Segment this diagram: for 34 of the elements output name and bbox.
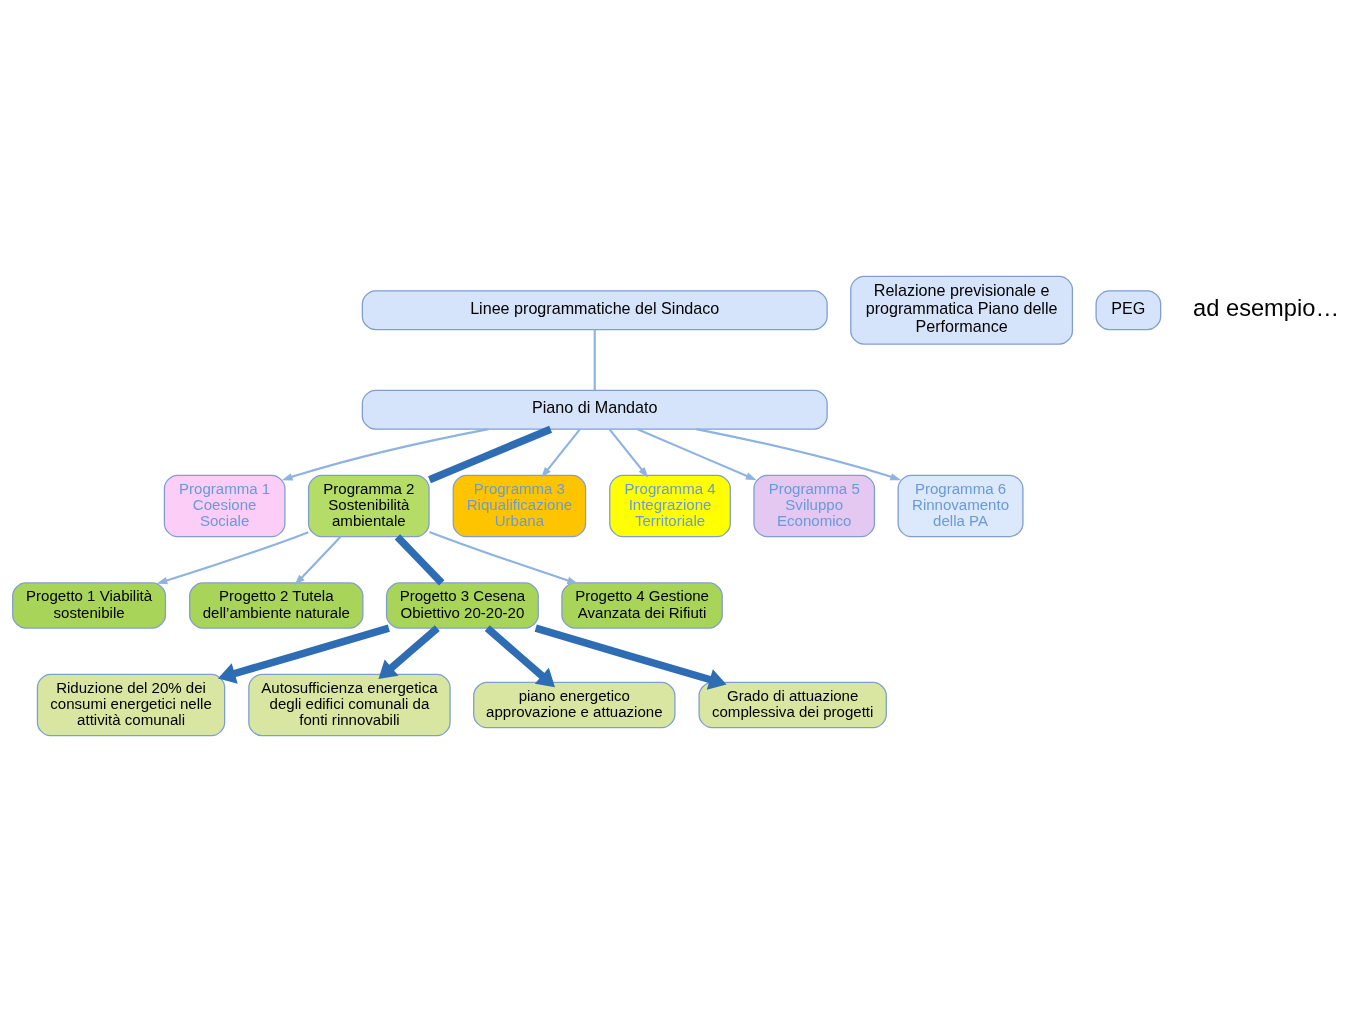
connector (394, 534, 445, 586)
connector (593, 329, 596, 391)
node-box: Relazione previsionale e programmatica Piano delle Performance (850, 275, 1074, 345)
arrow (294, 536, 342, 586)
node-box: Progetto 4 Gestione Avanzata dei Rifiuti (561, 582, 723, 629)
arrow (217, 624, 390, 684)
node-box: Programma 5 Sviluppo Economico (753, 474, 876, 538)
node-box: Autosufficienza energetica degli edifici comunali da fonti rinnovabili (248, 673, 451, 737)
node-box: Progetto 3 Cesena Obiettivo 20-20-20 (385, 582, 539, 629)
node-box: PEG (1095, 290, 1162, 331)
node-box: Programma 4 Integrazione Territoriale (609, 474, 731, 538)
label: ad esempio… (1193, 295, 1340, 322)
arrow (484, 625, 555, 688)
node-box: Progetto 1 Viabilità sostenibile (12, 582, 167, 629)
node-box: Linee programmatiche del Sindaco (361, 290, 828, 331)
node-box: Programma 1 Coesione Sociale (163, 474, 286, 538)
arrow (378, 625, 440, 679)
node-box: Progetto 2 Tutela dell’ambiente naturale (189, 582, 364, 629)
arrow (534, 624, 727, 690)
node-box: Piano di Mandato (361, 389, 828, 430)
connector (428, 425, 553, 484)
arrow (696, 428, 902, 481)
arrow (541, 428, 581, 478)
node-box: Programma 6 Rinnovamento della PA (897, 474, 1024, 538)
arrow (429, 530, 579, 584)
arrow (637, 428, 757, 481)
arrow (608, 428, 649, 478)
node-box: Programma 3 Riqualificazione Urbana (452, 474, 587, 538)
node-box: Programma 2 Sostenibilità ambientale (307, 474, 430, 538)
arrow (281, 428, 489, 481)
arrow (156, 531, 309, 585)
node-box: Riduzione del 20% dei consumi energetici nelle attività comunali (36, 673, 226, 737)
node-box: piano energetico approvazione e attuazione (473, 681, 676, 729)
node-box: Grado di attuazione complessiva dei progetti (698, 681, 887, 729)
